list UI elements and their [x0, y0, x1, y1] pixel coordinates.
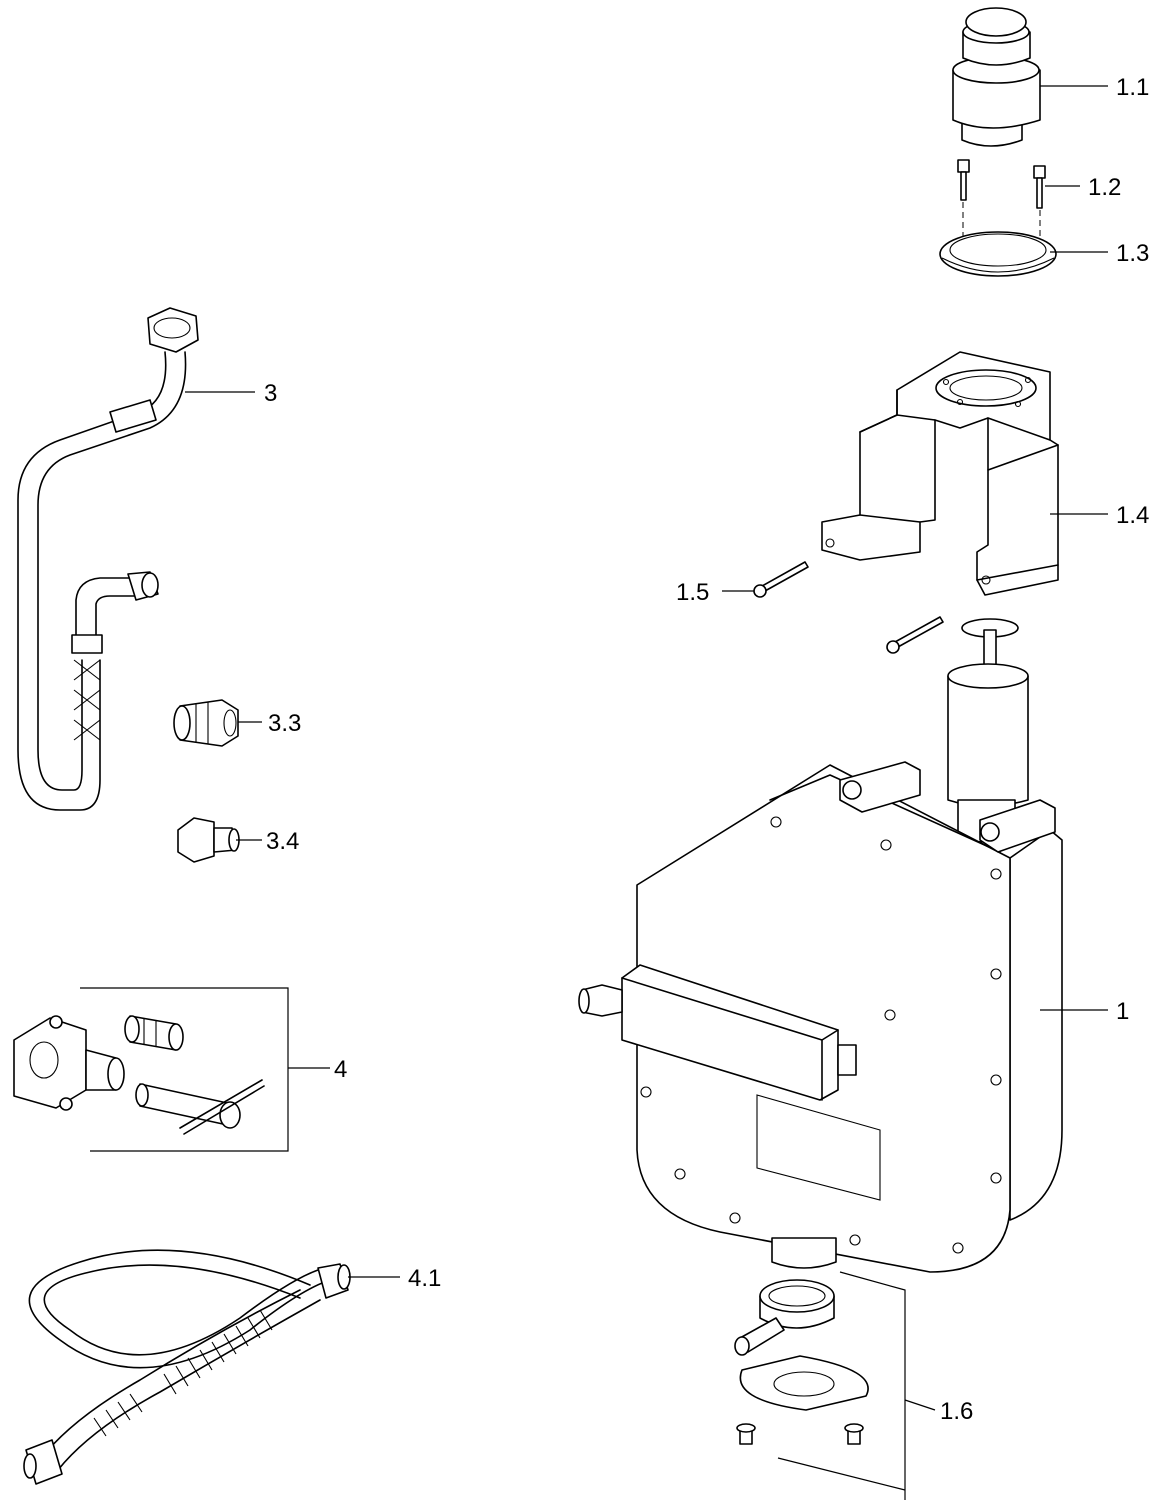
callout-1-3: 1.3 — [1116, 240, 1149, 267]
callout-4-1: 4.1 — [408, 1265, 441, 1292]
leader-lines — [185, 85, 1108, 1500]
callout-labels: 1.1 1.2 1.3 1.4 1.5 1 1.6 3 3.3 3.4 4 4.… — [264, 74, 1149, 1425]
part-1-main-housing — [578, 618, 1063, 1273]
part-1-2-screws — [957, 159, 1046, 238]
callout-1-4: 1.4 — [1116, 502, 1149, 529]
part-4-1-coiled-hose — [23, 1249, 351, 1485]
callout-3: 3 — [264, 380, 277, 407]
part-1-5-screws — [753, 561, 944, 654]
part-1-1-cap — [952, 7, 1041, 147]
part-3-hose — [17, 307, 199, 811]
callout-1-1: 1.1 — [1116, 74, 1149, 101]
part-3-4-adapter — [177, 817, 240, 863]
part-4-fittings-kit — [13, 987, 330, 1152]
part-1-4-bracket — [821, 351, 1059, 596]
callout-1-5: 1.5 — [676, 579, 709, 606]
part-1-3-ring — [939, 231, 1057, 277]
callout-1: 1 — [1116, 998, 1129, 1025]
callout-3-3: 3.3 — [268, 710, 301, 737]
part-3-3-coupling — [173, 699, 239, 747]
callout-1-6: 1.6 — [940, 1398, 973, 1425]
callout-4: 4 — [334, 1056, 347, 1083]
callout-1-2: 1.2 — [1088, 174, 1121, 201]
callout-3-4: 3.4 — [266, 828, 299, 855]
part-1-6-outlet-assembly — [734, 1279, 869, 1445]
